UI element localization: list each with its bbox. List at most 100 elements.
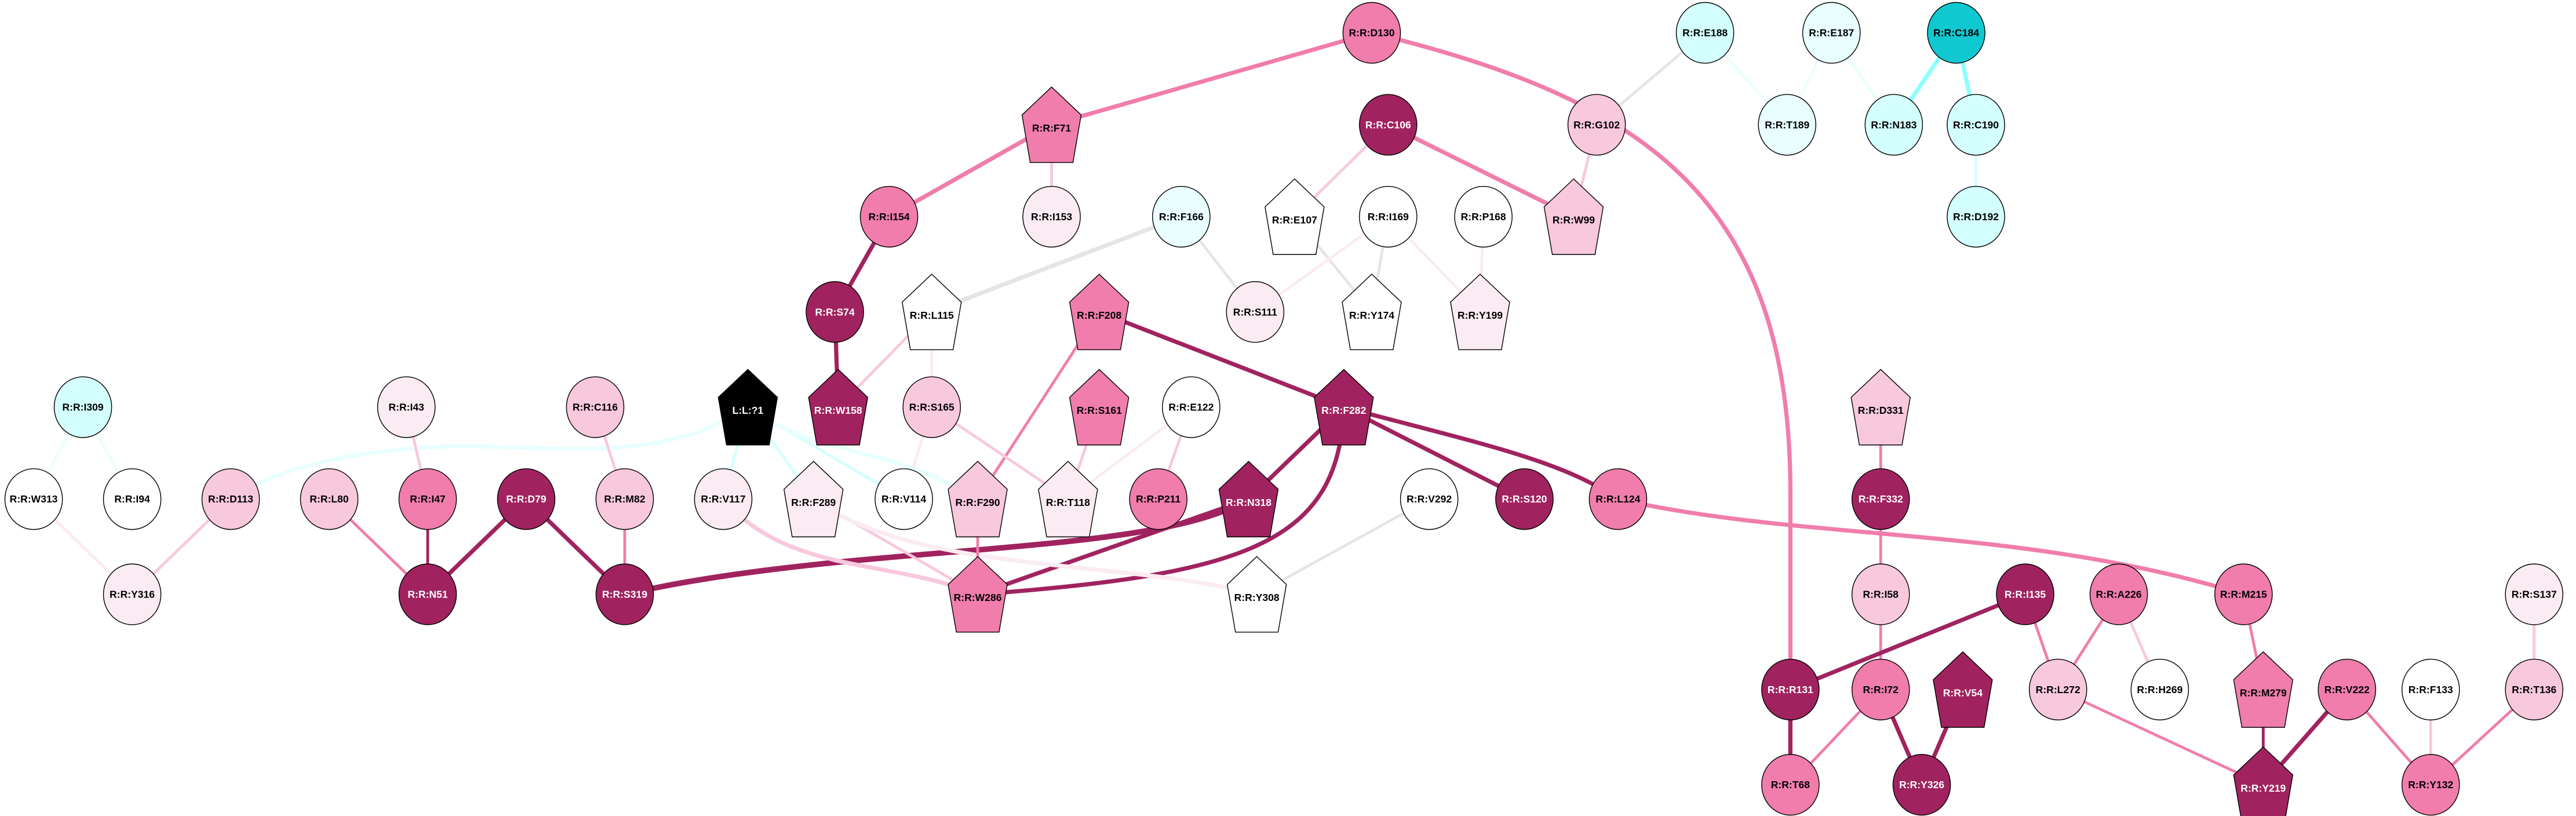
node[interactable]: R:R:V114	[875, 468, 933, 530]
node[interactable]: R:R:I154	[859, 185, 919, 248]
ellipse-node-shape	[1162, 376, 1220, 438]
node[interactable]: R:R:S111	[1226, 281, 1285, 343]
node[interactable]: R:R:V222	[2318, 658, 2377, 720]
node[interactable]: R:R:W286	[948, 556, 1008, 633]
node[interactable]: L:L:?1	[717, 369, 778, 446]
node[interactable]: R:R:Y219	[2233, 746, 2294, 816]
node[interactable]: R:R:W158	[808, 369, 869, 446]
node[interactable]: R:R:V117	[694, 468, 753, 530]
node-label: R:R:S120	[1502, 493, 1547, 505]
node[interactable]: R:R:L272	[2028, 658, 2087, 720]
ellipse-node-shape	[1761, 754, 1820, 816]
ellipse-node-shape	[566, 376, 625, 438]
node[interactable]: R:R:M215	[2214, 563, 2273, 625]
node[interactable]: R:R:W313	[4, 468, 63, 530]
node-label: R:R:V114	[881, 493, 926, 505]
node[interactable]: R:R:I72	[1851, 658, 1910, 720]
node[interactable]: R:R:L80	[300, 468, 359, 530]
node[interactable]: R:R:I94	[103, 468, 162, 530]
node[interactable]: R:R:Y316	[103, 563, 162, 625]
ellipse-node-shape	[595, 563, 654, 625]
node[interactable]: R:R:F332	[1851, 468, 1910, 530]
node-label: R:R:I154	[868, 211, 909, 223]
node-label: R:R:P168	[1461, 211, 1506, 223]
node[interactable]: R:R:T136	[2505, 658, 2564, 720]
node-label: R:R:I169	[1368, 211, 1409, 223]
node[interactable]: R:R:D331	[1850, 369, 1911, 446]
node[interactable]: R:R:I43	[377, 376, 436, 438]
node[interactable]: R:R:F282	[1314, 369, 1374, 446]
node[interactable]: R:R:I58	[1851, 563, 1910, 625]
node[interactable]: R:R:S165	[902, 376, 961, 438]
node[interactable]: R:R:Y199	[1450, 274, 1510, 351]
node[interactable]: R:R:I47	[398, 468, 457, 530]
node[interactable]: R:R:Y308	[1226, 556, 1287, 633]
node[interactable]: R:R:F133	[2401, 658, 2460, 720]
ellipse-node-shape	[2130, 658, 2189, 720]
node[interactable]: R:R:S137	[2505, 563, 2564, 625]
node-label: R:R:I94	[114, 493, 150, 505]
node[interactable]: R:R:F289	[784, 461, 844, 538]
node[interactable]: R:R:D113	[201, 468, 260, 530]
node[interactable]: R:R:N51	[398, 563, 457, 625]
node[interactable]: R:R:I309	[53, 376, 112, 438]
ellipse-node-shape	[2214, 563, 2273, 625]
node-label: R:R:N318	[1226, 497, 1271, 508]
node-label: R:R:W158	[814, 405, 862, 416]
pentagon-node-shape	[1933, 651, 1993, 728]
node[interactable]: R:R:D79	[497, 468, 556, 530]
ellipse-node-shape	[1761, 658, 1820, 720]
node[interactable]: R:R:F208	[1069, 274, 1129, 351]
node[interactable]: R:R:Y326	[1892, 754, 1951, 816]
node[interactable]: R:R:D192	[1947, 185, 2005, 248]
node[interactable]: R:R:T118	[1038, 461, 1098, 538]
node[interactable]: R:R:R131	[1761, 658, 1820, 720]
node-label: R:R:D130	[1349, 27, 1394, 39]
node[interactable]: R:R:A226	[2089, 563, 2148, 625]
node[interactable]: R:R:F290	[948, 461, 1008, 538]
node[interactable]: R:R:F166	[1152, 185, 1211, 248]
node[interactable]: R:R:T189	[1758, 94, 1817, 156]
node[interactable]: R:R:S161	[1069, 369, 1129, 446]
pentagon-node-shape	[1021, 86, 1082, 163]
node[interactable]: R:R:G102	[1567, 94, 1626, 156]
node[interactable]: R:R:S120	[1495, 468, 1554, 530]
node[interactable]: R:R:C106	[1359, 94, 1418, 156]
node[interactable]: R:R:W99	[1543, 178, 1604, 255]
node[interactable]: R:R:P168	[1454, 185, 1513, 248]
node[interactable]: R:R:V292	[1400, 468, 1459, 530]
node[interactable]: R:R:L124	[1588, 468, 1648, 530]
node[interactable]: R:R:I135	[1996, 563, 2054, 625]
node-label: R:R:Y219	[2240, 782, 2286, 794]
node[interactable]: R:R:I153	[1022, 185, 1081, 248]
node[interactable]: R:R:N318	[1218, 461, 1279, 538]
node[interactable]: R:R:L115	[901, 274, 962, 351]
ellipse-node-shape	[300, 468, 359, 530]
node[interactable]: R:R:M279	[2233, 651, 2294, 728]
pentagon-node-shape	[1038, 461, 1098, 538]
pentagon-node-shape	[1342, 274, 1402, 351]
node[interactable]: R:R:S319	[595, 563, 654, 625]
node[interactable]: R:R:V54	[1933, 651, 1993, 728]
node-label: R:R:T68	[1771, 779, 1810, 790]
node[interactable]: R:R:S74	[806, 281, 864, 343]
node[interactable]: R:R:E187	[1802, 2, 1861, 64]
node-label: R:R:M82	[604, 493, 645, 505]
node[interactable]: R:R:Y174	[1342, 274, 1402, 351]
node[interactable]: R:R:E122	[1162, 376, 1220, 438]
node[interactable]: R:R:P211	[1129, 468, 1187, 530]
node[interactable]: R:R:C184	[1927, 2, 1985, 64]
node[interactable]: R:R:I169	[1359, 185, 1418, 248]
node[interactable]: R:R:H269	[2130, 658, 2189, 720]
node[interactable]: R:R:C116	[566, 376, 625, 438]
node[interactable]: R:R:M82	[595, 468, 654, 530]
node[interactable]: R:R:T68	[1761, 754, 1820, 816]
node[interactable]: R:R:Y132	[2401, 754, 2460, 816]
node[interactable]: R:R:C190	[1947, 94, 2005, 156]
node-label: R:R:H269	[2137, 684, 2183, 695]
node[interactable]: R:R:N183	[1864, 94, 1923, 156]
node[interactable]: R:R:D130	[1342, 2, 1401, 64]
node[interactable]: R:R:E188	[1675, 2, 1735, 64]
node[interactable]: R:R:E107	[1265, 178, 1325, 255]
node[interactable]: R:R:F71	[1021, 86, 1082, 163]
